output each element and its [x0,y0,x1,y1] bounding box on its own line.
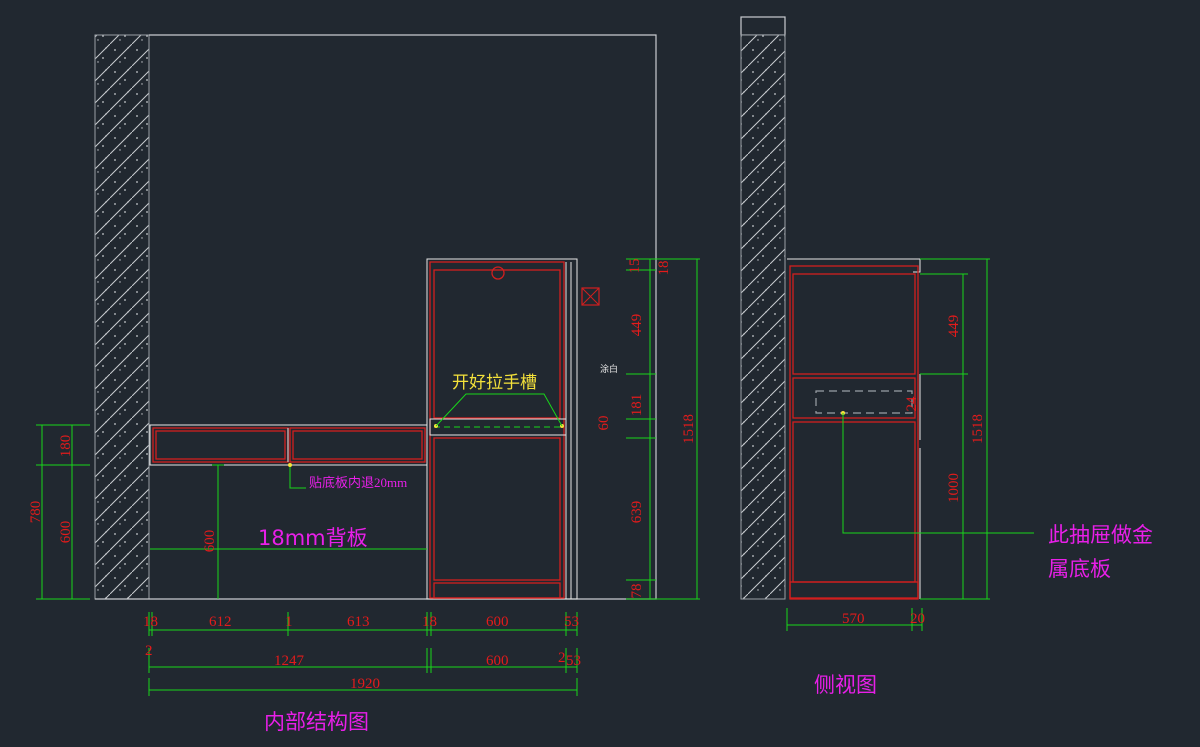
bottom-board-note: 贴底板内退20mm [309,475,407,490]
bottom-dims-row2: 2 1247 600 2 53 [145,643,581,673]
svg-text:20: 20 [910,611,925,627]
svg-text:18: 18 [422,614,437,630]
svg-text:780: 780 [28,501,44,524]
low-drawer-unit [149,424,428,466]
svg-text:570: 570 [842,611,865,627]
svg-text:639: 639 [629,501,645,524]
svg-text:600: 600 [486,653,509,669]
svg-text:1247: 1247 [274,653,305,669]
svg-text:613: 613 [347,614,370,630]
svg-text:1920: 1920 [350,676,380,692]
svg-text:78: 78 [629,584,645,599]
svg-text:2: 2 [558,650,566,666]
svg-text:53: 53 [566,653,581,669]
svg-text:1000: 1000 [946,473,962,503]
total-width-dim: 1920 [148,676,578,696]
svg-text:18: 18 [143,614,158,630]
svg-text:1: 1 [285,614,293,630]
svg-text:180: 180 [58,435,74,458]
svg-text:60: 60 [596,416,612,431]
bottom-board-leader [289,465,306,489]
handle-note: 开好拉手槽 [452,373,537,393]
svg-text:2: 2 [145,643,153,659]
front-view: 开好拉手槽 贴底板内退20mm 18mm背板 600 780 180 600 [28,34,700,734]
front-wall [94,34,150,600]
svg-text:600: 600 [486,614,509,630]
side-view: 此抽屉做金 属底板 449 24 1000 1518 570 20 侧视图 [740,16,1153,697]
tall-cabinet [426,258,578,600]
side-cabinet [787,258,921,600]
side-horizontal-dims: 570 20 [786,608,925,631]
svg-text:600: 600 [58,521,74,544]
front-view-title: 内部结构图 [264,710,369,734]
svg-text:1518: 1518 [681,414,697,444]
side-wall [740,34,786,600]
svg-text:449: 449 [946,315,962,338]
metal-note-leader [842,413,1034,534]
dim-inner-height: 600 [202,530,218,553]
room-outline [95,34,657,600]
metal-note-line1: 此抽屉做金 [1048,523,1153,547]
svg-text:1518: 1518 [970,414,986,444]
back-panel-note: 18mm背板 [258,526,368,550]
svg-text:15: 15 [627,259,643,274]
svg-text:18: 18 [656,261,672,276]
handle-leader [435,393,563,427]
bottom-dims-row1: 18 612 1 613 18 600 53 [143,612,579,636]
cross-box-icon [581,287,600,306]
left-vertical-dims: 780 180 600 [28,424,90,600]
paint-note: 涂白 [600,363,618,375]
svg-text:24: 24 [904,396,920,412]
svg-text:181: 181 [629,394,645,417]
side-view-title: 侧视图 [814,673,877,697]
svg-text:612: 612 [209,614,232,630]
svg-text:449: 449 [629,314,645,337]
side-vertical-dims: 449 24 1000 1518 [904,258,990,600]
svg-text:53: 53 [564,614,579,630]
tall-vertical-dims: 15 18 449 181 60 639 78 1518 [596,258,700,600]
metal-note-line2: 属底板 [1048,557,1111,581]
